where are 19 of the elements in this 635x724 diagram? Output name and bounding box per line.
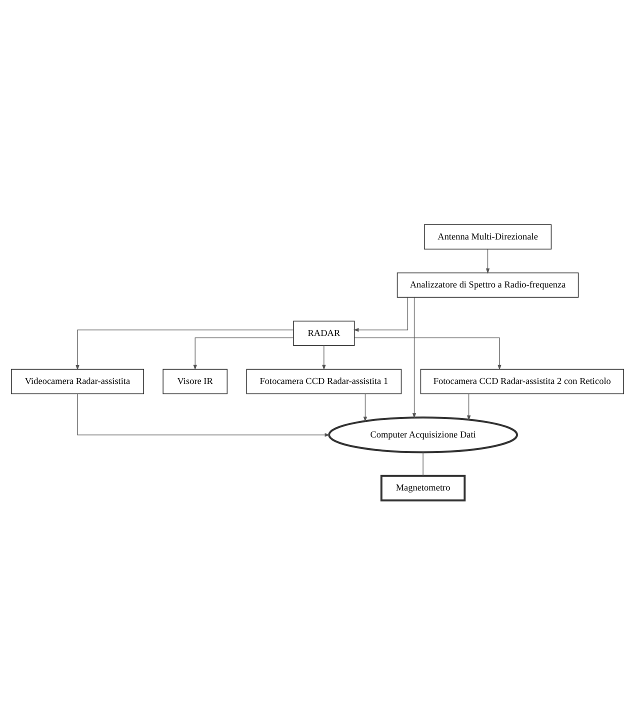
arrow [322, 344, 326, 370]
arrow [412, 296, 416, 418]
arrow [77, 393, 330, 436]
connector [422, 451, 424, 476]
node-box: Fotocamera CCD Radar-assistita 1 [246, 368, 402, 394]
arrow [354, 337, 502, 370]
arrow [466, 393, 471, 420]
node-box: RADAR [293, 320, 355, 346]
node-box: Videocamera Radar-assistita [11, 368, 144, 394]
arrow [363, 393, 368, 422]
arrow [486, 248, 490, 274]
arrow [76, 329, 294, 370]
node-box: Analizzatore di Spettro a Radio-frequenza [396, 272, 579, 298]
arrow [193, 337, 294, 370]
node-box: Antenna Multi-Direzionale [424, 224, 552, 249]
node-box: Visore IR [162, 368, 228, 394]
arrow [353, 296, 408, 332]
node-box: Magnetometro [380, 474, 466, 501]
node-box: Fotocamera CCD Radar-assistita 2 con Reticolo [420, 368, 624, 394]
